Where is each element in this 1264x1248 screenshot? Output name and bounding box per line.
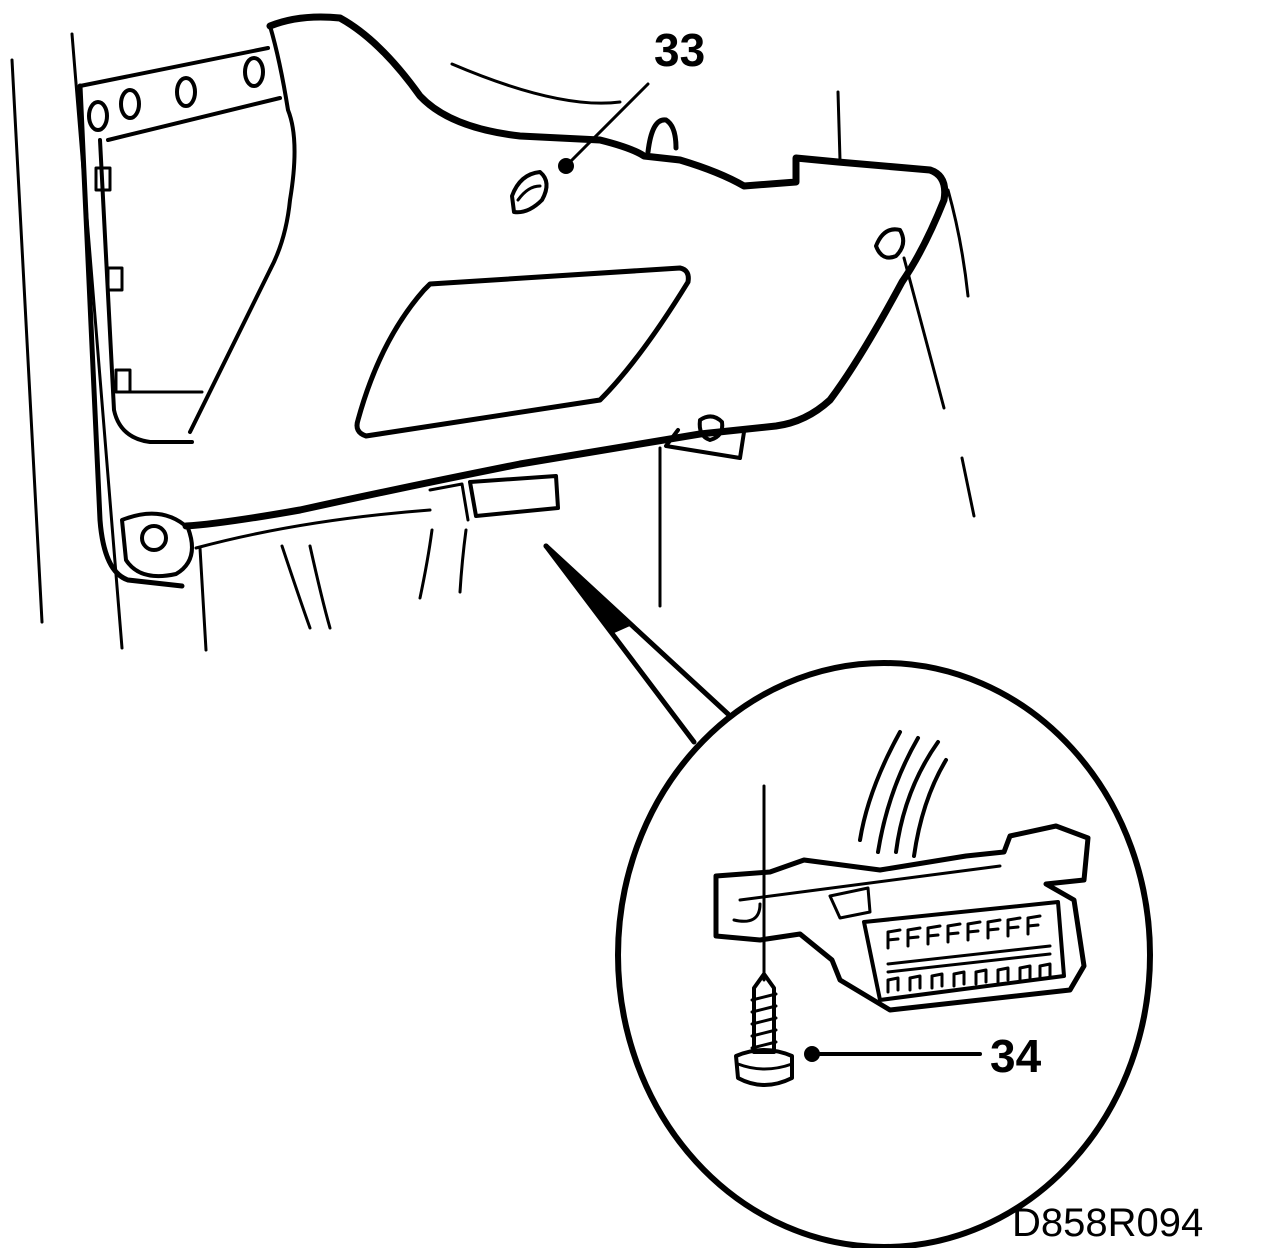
detail-inset: [615, 660, 1153, 1248]
connector-pins: [886, 914, 1052, 994]
callout-label-34: 34: [990, 1030, 1042, 1082]
callout-label-33: 33: [654, 24, 705, 76]
drawing-reference: D858R094: [1012, 1201, 1203, 1245]
callout-34: 34: [804, 1030, 1042, 1082]
lower-trim-panel: [182, 13, 949, 530]
callout-33: 33: [558, 24, 705, 174]
vehicle-frame: [10, 32, 976, 652]
callout-dot-33: [558, 158, 574, 174]
magnification-pointer: [543, 543, 731, 745]
fastening-screw: [734, 972, 794, 1087]
callout-dot-34: [804, 1046, 820, 1062]
